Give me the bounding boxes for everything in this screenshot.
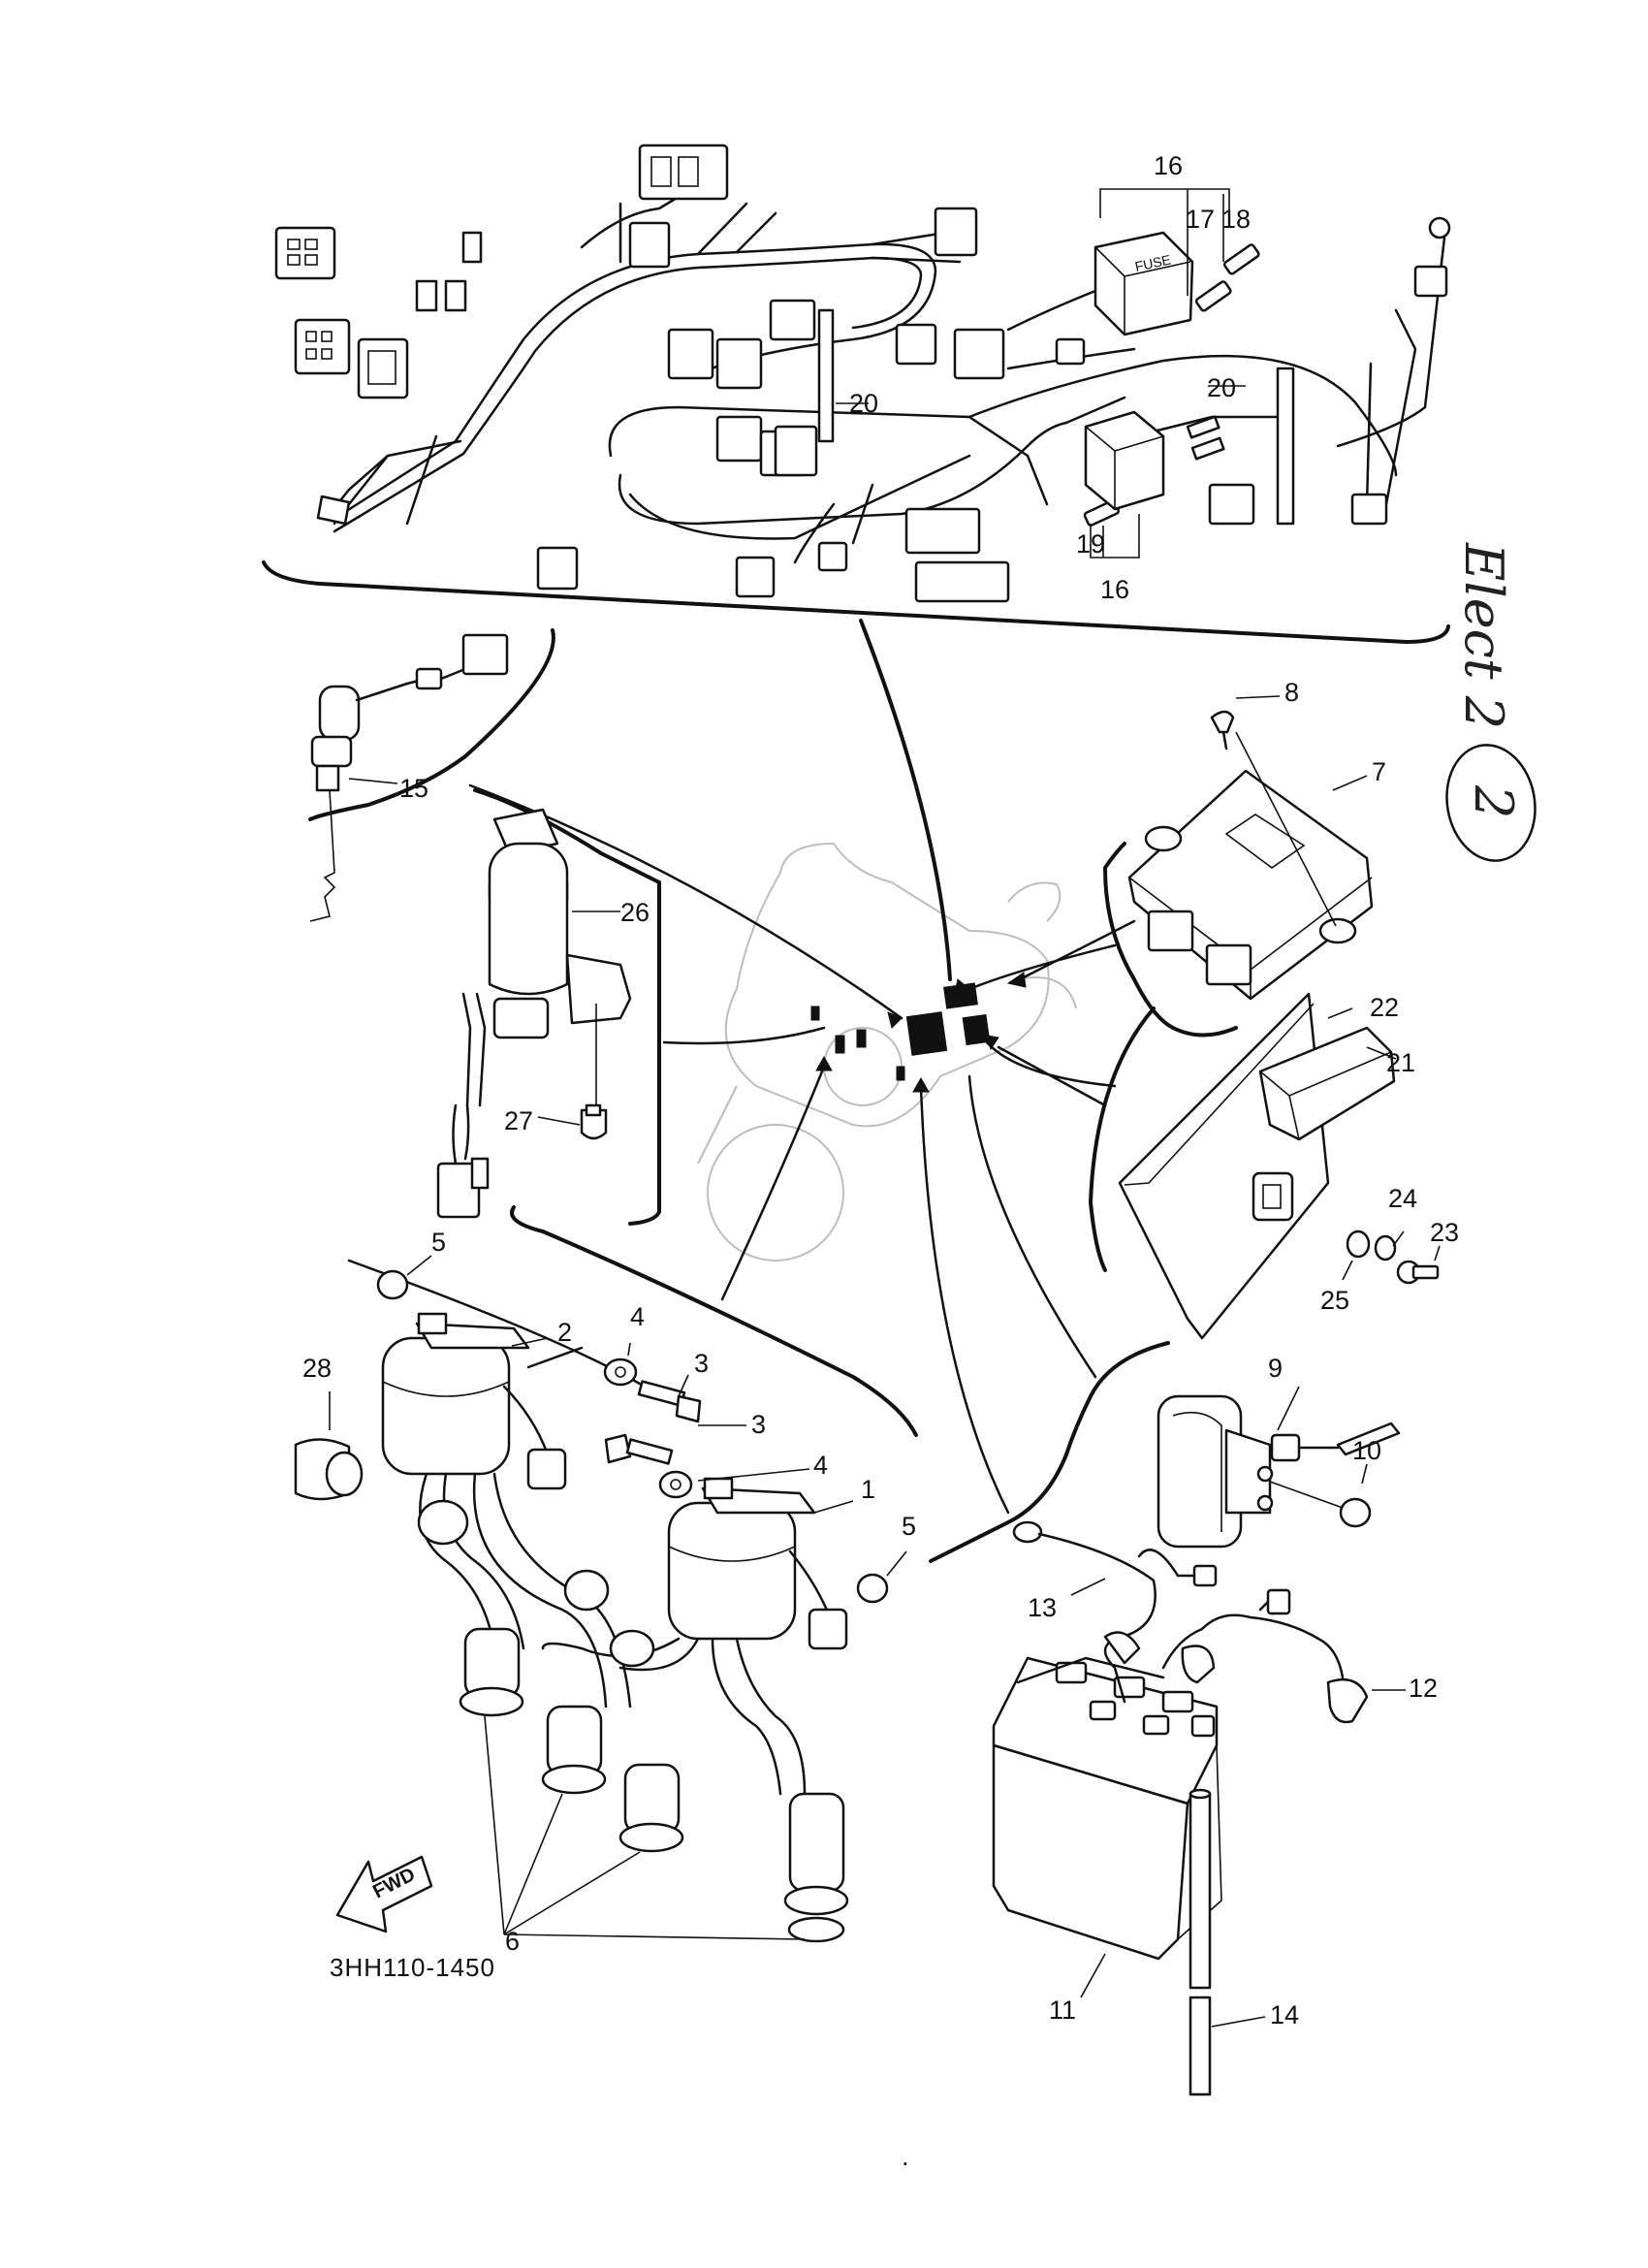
rectifier-bracket-group xyxy=(997,992,1441,1340)
callout-2: 2 xyxy=(557,1318,572,1347)
wire-harness-group: FUSE xyxy=(262,144,1451,645)
battery-group xyxy=(992,1520,1406,2096)
switch-group xyxy=(308,628,555,922)
callout-21: 21 xyxy=(1386,1048,1415,1077)
callout-6: 6 xyxy=(505,1927,520,1956)
callout-26: 26 xyxy=(620,898,650,927)
fuse-box-label: FUSE xyxy=(1133,252,1172,274)
callout-10: 10 xyxy=(1352,1436,1381,1465)
callout-14: 14 xyxy=(1270,2000,1299,2029)
starter-relay-group xyxy=(929,1341,1401,1563)
callout-23: 23 xyxy=(1430,1218,1459,1247)
callout-labels: 1 2 3 3 4 4 5 5 6 7 8 9 10 11 12 13 14 1… xyxy=(302,151,1459,2029)
callout-20: 20 xyxy=(849,389,878,418)
ignition-coil-group xyxy=(381,1205,918,1943)
handwritten-circle-number: 2 xyxy=(1463,784,1524,818)
callout-22: 22 xyxy=(1370,993,1399,1022)
fwd-arrow-icon: FWD xyxy=(335,1855,433,1933)
callout-16: 16 xyxy=(1154,151,1183,180)
callout-24: 24 xyxy=(1388,1184,1417,1213)
callout-15: 15 xyxy=(399,774,428,803)
callout-9: 9 xyxy=(1268,1354,1283,1383)
callout-20b: 20 xyxy=(1207,373,1236,402)
callout-1: 1 xyxy=(861,1475,875,1504)
callout-3b: 3 xyxy=(751,1410,766,1439)
reference-code: 3HH110-1450 xyxy=(330,1953,495,1982)
callout-17: 17 xyxy=(1186,205,1215,234)
callout-3: 3 xyxy=(694,1349,709,1378)
footer-mark: . xyxy=(902,2142,909,2171)
callout-18: 18 xyxy=(1221,205,1251,234)
callout-28: 28 xyxy=(302,1354,332,1383)
fastener-group xyxy=(294,1255,907,1604)
callout-16b: 16 xyxy=(1100,575,1129,604)
callout-4: 4 xyxy=(630,1302,645,1331)
callout-5: 5 xyxy=(431,1228,446,1257)
callout-13: 13 xyxy=(1028,1593,1057,1622)
callout-12: 12 xyxy=(1409,1674,1438,1703)
handwritten-annotation: Elect 2 2 xyxy=(1445,542,1537,862)
callout-4b: 4 xyxy=(813,1451,828,1480)
motorcycle-outline xyxy=(697,842,1077,1262)
callout-8: 8 xyxy=(1284,678,1299,707)
callout-5b: 5 xyxy=(902,1512,916,1541)
main-switch-group xyxy=(436,788,661,1226)
handwritten-note: Elect 2 xyxy=(1453,542,1514,729)
callout-11: 11 xyxy=(1049,1996,1076,2025)
callout-7: 7 xyxy=(1372,757,1386,786)
callout-19: 19 xyxy=(1076,529,1105,559)
callout-27: 27 xyxy=(504,1106,533,1135)
callout-25: 25 xyxy=(1320,1286,1349,1315)
cdi-unit-group xyxy=(1006,695,1374,1038)
